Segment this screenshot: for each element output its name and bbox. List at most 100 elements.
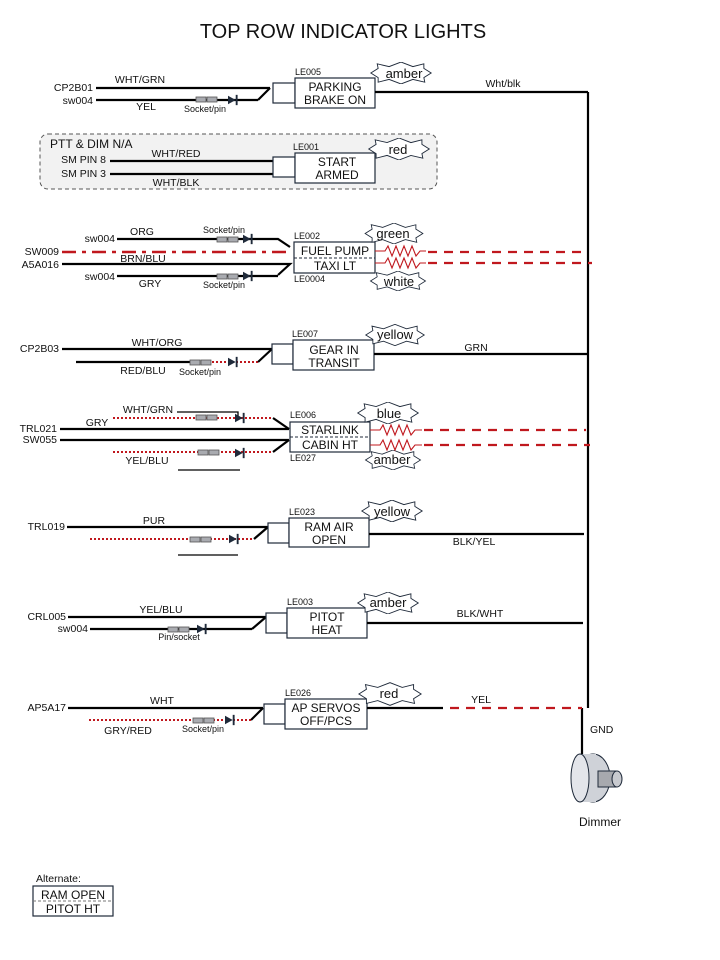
row-fuel-pump-taxi: sw004 SW009 A5A016 sw004 ORG BRN/BLU GRY… [22,223,592,291]
led-socket [272,82,296,104]
source-label: SW055 [23,434,58,446]
source-label: TRL021 [20,423,58,435]
source-label: SM PIN 3 [61,168,106,180]
connector-label: Socket/pin [179,367,221,377]
wire-label: BLK/YEL [453,536,496,548]
diode-icon [235,412,245,424]
led-id: LE001 [293,142,319,152]
wire [117,237,291,248]
page-title: TOP ROW INDICATOR LIGHTS [200,21,486,43]
row-parking-brake: CP2B01 sw004 WHT/GRN YEL Socket/pin LE00… [54,62,588,114]
dimmer-group: GND Dimmer [570,724,623,829]
led-id: LE0004 [294,274,325,284]
connector-icon [197,449,209,456]
led-label: CABIN HT [302,438,359,452]
alternate-legend: Alternate: RAM OPEN PITOT HT [32,873,114,917]
diode-icon [243,233,253,245]
connector-label: Socket/pin [203,280,245,290]
led-color: yellow [377,327,414,342]
led-box [286,607,368,639]
led-id: LE026 [285,688,311,698]
led-color: amber [370,595,408,610]
source-label: sw004 [63,95,94,107]
led-label: PARKING [308,80,361,94]
led-id: LE007 [292,329,318,339]
led-label: GEAR IN [309,343,358,357]
resistor-icon [370,423,422,437]
led-color: red [389,142,408,157]
led-id: LE027 [290,453,316,463]
led-color: green [376,226,409,241]
led-label: TAXI LT [314,259,357,273]
wire-label: YEL [136,101,156,113]
wire-label: PUR [143,515,166,527]
led-socket [267,522,290,544]
row-ram-air-open: TRL019 PUR LE023 RAM AIR OPEN yellow BLK… [28,500,584,556]
led-box [284,698,368,730]
wire-label: YEL/BLU [125,455,168,467]
group-label: PTT & DIM N/A [50,137,132,151]
connector-icon [195,414,207,421]
source-label: CP2B01 [54,82,93,94]
led-label: BRAKE ON [304,93,366,107]
wire-label: GRY/RED [104,725,152,737]
row-ap-servos: AP5A17 WHT GRY/RED Socket/pin LE026 AP S… [27,682,582,737]
led-id: LE002 [294,231,320,241]
connector-icon [192,717,204,724]
led-id: LE023 [289,507,315,517]
row-pitot-heat: CRL005 sw004 YEL/BLU Pin/socket LE003 PI… [27,592,583,642]
wire-label: WHT/BLK [153,177,200,189]
wire-label: WHT/ORG [132,337,183,349]
wire-label: WHT/GRN [115,74,165,86]
resistor-icon [370,438,422,452]
dimmer-knob-icon[interactable] [570,753,623,803]
led-box [294,152,376,184]
led-color: amber [374,452,412,467]
wire-label: BRN/BLU [120,253,166,265]
source-label: CP2B03 [20,343,59,355]
connector-icon [216,236,228,243]
source-label: A5A016 [22,259,60,271]
led-label: START [318,155,357,169]
led-id: LE005 [295,67,321,77]
connector-icon [189,359,201,366]
source-label: sw004 [58,623,89,635]
led-label: ARMED [315,168,359,182]
led-label: FUEL PUMP [301,244,369,258]
led-label: PITOT [309,610,345,624]
diode-icon [225,714,235,726]
led-label: HEAT [311,623,343,637]
wire-label: WHT/GRN [123,404,173,416]
source-label: SM PIN 8 [61,154,106,166]
connector-icon [167,626,179,633]
led-color: white [383,274,414,289]
connector-icon [216,273,228,280]
led-label: AP SERVOS [292,701,361,715]
led-color: red [380,686,399,701]
wire-label: ORG [130,226,154,238]
wire-label: GRY [139,278,162,290]
wire-label: GRY [86,417,109,429]
source-label: AP5A17 [27,702,66,714]
wire-label: GRN [464,342,487,354]
row-starlink-cabin-ht: WHT/GRN TRL021 SW055 GRY YEL/BLU LE006 L… [20,402,590,471]
diode-icon [228,356,238,368]
diode-icon [228,94,238,106]
source-label: CRL005 [27,611,66,623]
source-label: sw004 [85,271,116,283]
wire-label: BLK/WHT [457,608,504,620]
row-start-armed: PTT & DIM N/A SM PIN 8 SM PIN 3 WHT/RED … [39,133,438,190]
led-label: RAM AIR [304,520,354,534]
led-socket [265,612,288,634]
source-label: TRL019 [28,521,66,533]
alternate-line: RAM OPEN [41,888,105,902]
connector-label: Pin/socket [158,632,200,642]
wire-label: RED/BLU [120,365,166,377]
source-label: SW009 [25,246,60,258]
led-box [292,339,375,371]
connector-label: Socket/pin [182,724,224,734]
diode-icon [229,533,239,545]
connector-icon [189,536,201,543]
led-box [288,517,370,548]
